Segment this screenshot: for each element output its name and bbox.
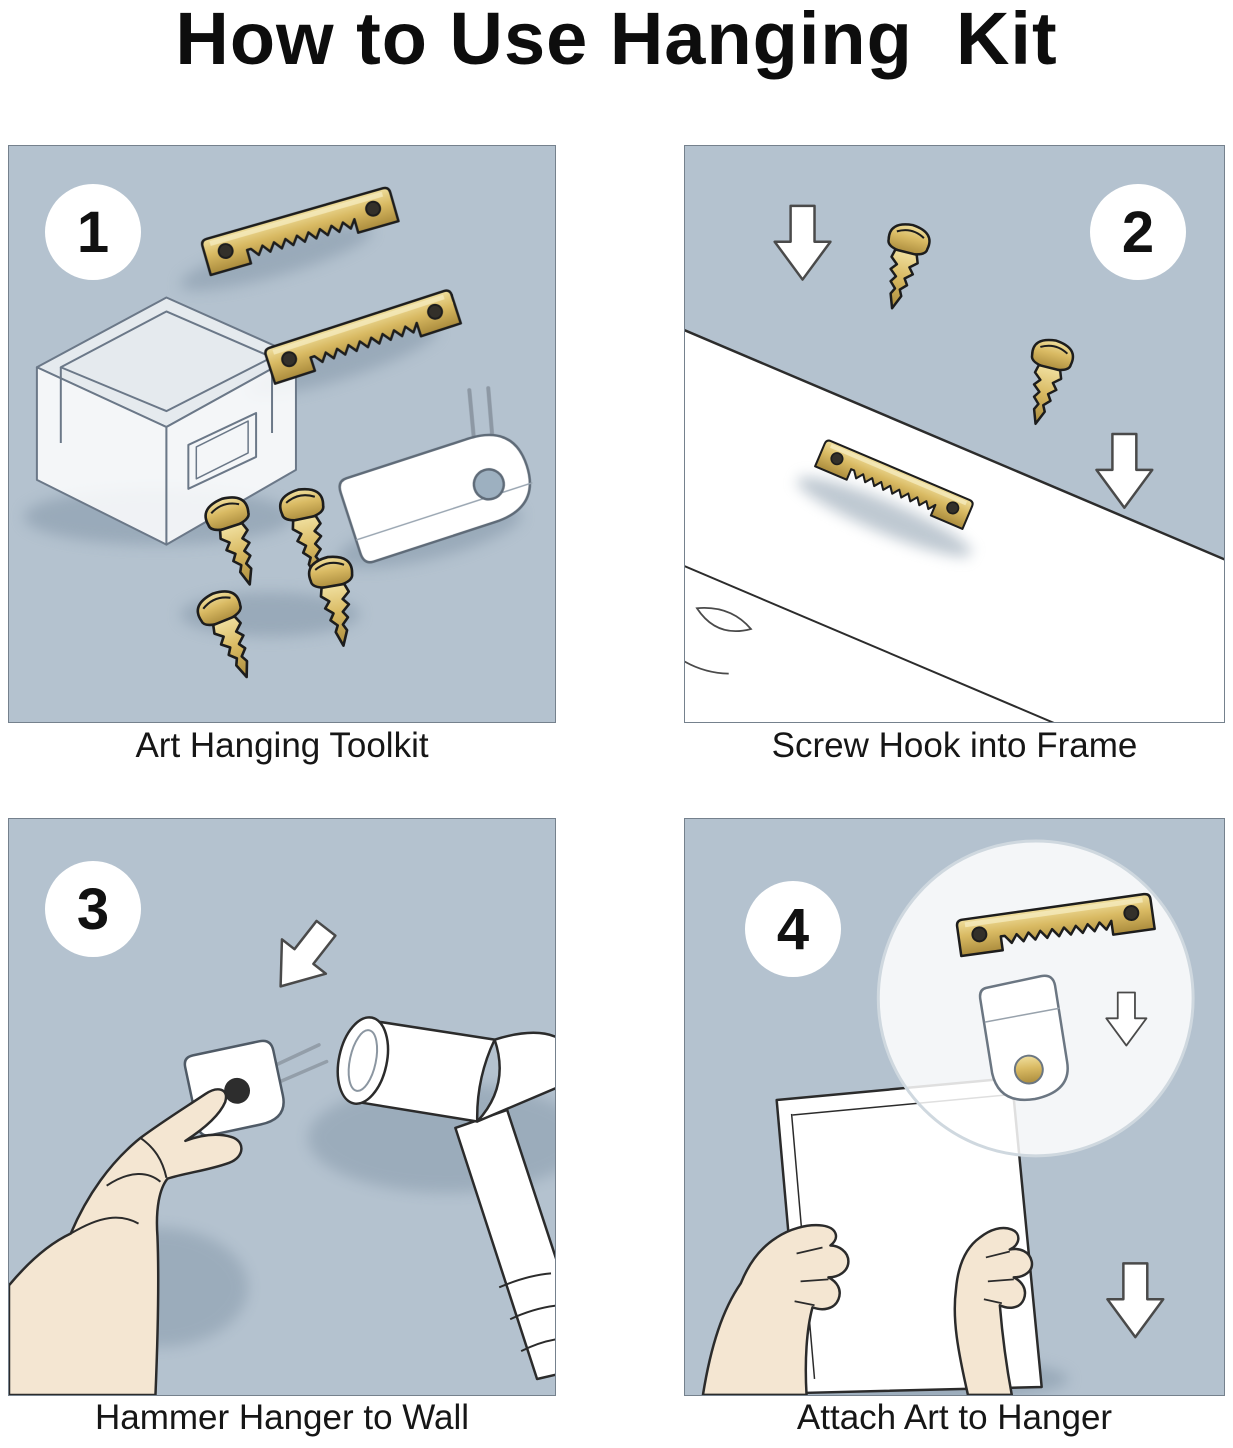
toolbox-icon	[35, 296, 297, 546]
wood-knot	[695, 606, 753, 633]
hammer-to-wall-illustration	[9, 909, 555, 1395]
page-title: How to Use Hanging Kit	[175, 0, 1058, 80]
step-3-badge: 3	[45, 861, 141, 957]
step-1-panel: 1	[8, 145, 556, 723]
step-4-panel: 4	[684, 818, 1225, 1396]
step-4-badge: 4	[745, 881, 841, 977]
step-3-caption: Hammer Hanger to Wall	[94, 1398, 470, 1437]
right-hand-icon	[953, 1226, 1034, 1395]
hand-icon	[9, 1088, 243, 1395]
left-hand-icon	[701, 1223, 850, 1395]
screw-into-frame-illustration	[685, 204, 1224, 722]
hanger-shadow	[796, 476, 972, 557]
step-2-caption: Screw Hook into Frame	[771, 726, 1138, 765]
down-arrow-icon	[773, 204, 832, 281]
toolkit-illustration	[23, 185, 533, 687]
step-4-caption: Attach Art to Hanger	[796, 1398, 1113, 1437]
screw-icon	[870, 218, 934, 315]
wood-grain	[685, 603, 729, 722]
step-1-badge: 1	[45, 184, 141, 280]
hook-icon	[978, 974, 1069, 1102]
hammer-icon	[336, 1016, 555, 1381]
down-left-arrow-icon	[257, 909, 350, 1005]
step-2-badge: 2	[1090, 184, 1186, 280]
picture-frame-edge	[685, 297, 1224, 722]
step-2-panel: 2	[684, 145, 1225, 723]
wall-hook-icon	[338, 433, 533, 564]
down-arrow-icon	[1095, 432, 1154, 509]
down-arrow-icon	[1106, 1262, 1165, 1339]
step-1-caption: Art Hanging Toolkit	[135, 726, 429, 765]
screw-icon	[1014, 334, 1078, 430]
attach-art-illustration	[701, 839, 1195, 1395]
step-3-panel: 3	[8, 818, 556, 1396]
